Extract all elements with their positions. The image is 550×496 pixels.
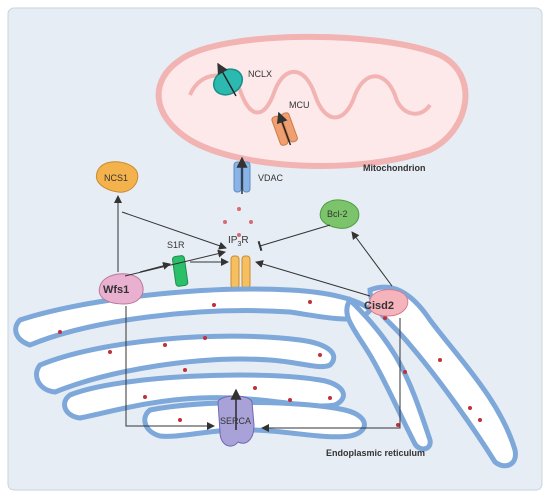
serca-pump (217, 388, 255, 447)
mcu-channel (271, 111, 298, 146)
mitochondrion-label: Mitochondrion (363, 163, 426, 173)
ip3r-label-main: IP (228, 235, 238, 246)
wfs1-protein (98, 273, 144, 305)
ip3r-label: IP3R (228, 235, 249, 248)
mitochondrion-cristae (188, 69, 432, 120)
ncs1-label: NCS1 (104, 173, 128, 183)
ip3r-channel (230, 255, 251, 289)
serca-label: SERCA (220, 416, 251, 426)
vdac-channel (233, 156, 251, 194)
ip3r-label-sub: 3 (237, 241, 241, 248)
bcl2-label: Bcl-2 (327, 209, 348, 219)
er-label: Endoplasmic reticulum (326, 448, 425, 458)
nclx-transporter (212, 62, 244, 97)
calcium-ions-cytosol (223, 207, 253, 237)
wfs1-label: Wfs1 (103, 284, 129, 296)
s1r-label: S1R (167, 240, 185, 250)
pathway-arrows (114, 195, 401, 432)
ip3r-label-tail: R (241, 235, 248, 246)
mcu-label: MCU (289, 100, 310, 110)
cisd2-label: Cisd2 (364, 300, 394, 312)
mitochondrion (155, 33, 469, 170)
nclx-label: NCLX (248, 69, 272, 79)
cisd2-protein (368, 289, 409, 317)
ncs1-protein (96, 161, 139, 193)
vdac-label: VDAC (258, 173, 284, 183)
calcium-ions-er-lumen (58, 300, 482, 427)
bcl2-protein (319, 199, 360, 229)
